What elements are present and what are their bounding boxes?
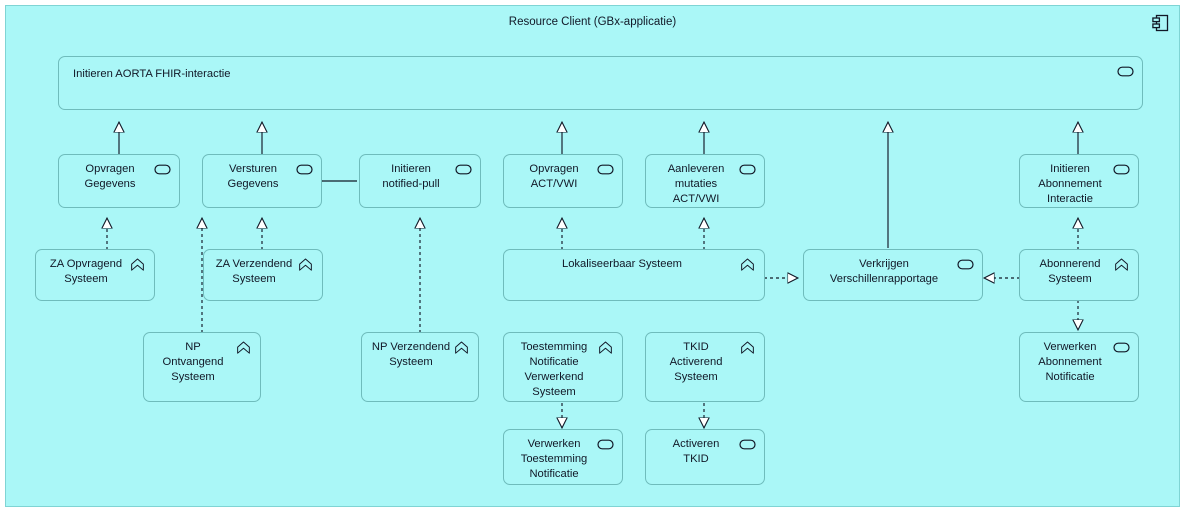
element-np-verzendend-systeem[interactable]: NP Verzendend Systeem	[361, 332, 479, 402]
element-np-ontvangend-systeem[interactable]: NP Ontvangend Systeem	[143, 332, 261, 402]
element-label: Activeren TKID	[672, 438, 720, 465]
element-activeren-tkid[interactable]: Activeren TKID	[645, 429, 765, 485]
application-role-icon	[1115, 258, 1128, 271]
element-lokaliseerbaar-systeem[interactable]: Lokaliseerbaar Systeem	[503, 249, 765, 301]
application-role-icon	[741, 258, 754, 271]
element-label: TKID Activerend Systeem	[669, 341, 723, 383]
application-service-icon	[154, 164, 171, 175]
element-verwerken-toestemming-notificatie[interactable]: Verwerken Toestemming Notificatie	[503, 429, 623, 485]
element-verkrijgen-verschillenrapportage[interactable]: Verkrijgen Verschillenrapportage	[803, 249, 983, 301]
element-initieren-abonnement-interactie[interactable]: Initieren Abonnement Interactie	[1019, 154, 1139, 208]
element-label: Verwerken Toestemming Notificatie	[520, 438, 588, 480]
element-initieren-aorta-fhir-interactie[interactable]: Initieren AORTA FHIR-interactie	[58, 56, 1143, 110]
application-service-icon	[739, 164, 756, 175]
application-role-icon	[599, 341, 612, 354]
element-label: ZA Opvragend Systeem	[49, 258, 123, 285]
element-initieren-notified-pull[interactable]: Initieren notified-pull	[359, 154, 481, 208]
element-za-verzendend-systeem[interactable]: ZA Verzendend Systeem	[203, 249, 323, 301]
element-label: Lokaliseerbaar Systeem	[561, 258, 682, 270]
element-label: NP Ontvangend Systeem	[162, 341, 224, 383]
element-label: Opvragen Gegevens	[84, 163, 136, 190]
application-role-icon	[131, 258, 144, 271]
element-label: Verkrijgen Verschillenrapportage	[829, 258, 939, 285]
application-service-icon	[1113, 164, 1130, 175]
element-label: Initieren AORTA FHIR-interactie	[73, 68, 231, 80]
page-title: Resource Client (GBx-applicatie)	[508, 16, 677, 28]
application-role-icon	[455, 341, 468, 354]
element-label: ZA Verzendend Systeem	[215, 258, 293, 285]
element-label: Verwerken Abonnement Notificatie	[1038, 341, 1102, 383]
element-verwerken-abonnement-notificatie[interactable]: Verwerken Abonnement Notificatie	[1019, 332, 1139, 402]
application-role-icon	[299, 258, 312, 271]
element-toestemming-notificatie-verwerkend-systeem[interactable]: Toestemming Notificatie Verwerkend Syste…	[503, 332, 623, 402]
application-service-icon	[1117, 66, 1134, 77]
application-service-icon	[296, 164, 313, 175]
application-role-icon	[237, 341, 250, 354]
element-label: Initieren Abonnement Interactie	[1038, 163, 1102, 205]
application-service-icon	[597, 439, 614, 450]
application-service-icon	[957, 259, 974, 270]
application-component-icon	[1152, 14, 1169, 32]
element-abonnerend-systeem[interactable]: Abonnerend Systeem	[1019, 249, 1139, 301]
application-service-icon	[739, 439, 756, 450]
element-versturen-gegevens[interactable]: Versturen Gegevens	[202, 154, 322, 208]
element-opvragen-act-vwi[interactable]: Opvragen ACT/VWI	[503, 154, 623, 208]
element-label: Opvragen ACT/VWI	[529, 163, 579, 190]
element-label: Initieren notified-pull	[382, 163, 440, 190]
element-tkid-activerend-systeem[interactable]: TKID Activerend Systeem	[645, 332, 765, 402]
element-label: Aanleveren mutaties ACT/VWI	[667, 163, 725, 205]
element-label: Toestemming Notificatie Verwerkend Syste…	[520, 341, 588, 398]
element-aanleveren-mutaties-act-vwi[interactable]: Aanleveren mutaties ACT/VWI	[645, 154, 765, 208]
element-label: Abonnerend Systeem	[1039, 258, 1101, 285]
element-label: NP Verzendend Systeem	[371, 341, 451, 368]
element-label: Versturen Gegevens	[227, 163, 279, 190]
element-opvragen-gegevens[interactable]: Opvragen Gegevens	[58, 154, 180, 208]
application-service-icon	[1113, 342, 1130, 353]
application-role-icon	[741, 341, 754, 354]
application-service-icon	[597, 164, 614, 175]
application-service-icon	[455, 164, 472, 175]
element-za-opvragend-systeem[interactable]: ZA Opvragend Systeem	[35, 249, 155, 301]
